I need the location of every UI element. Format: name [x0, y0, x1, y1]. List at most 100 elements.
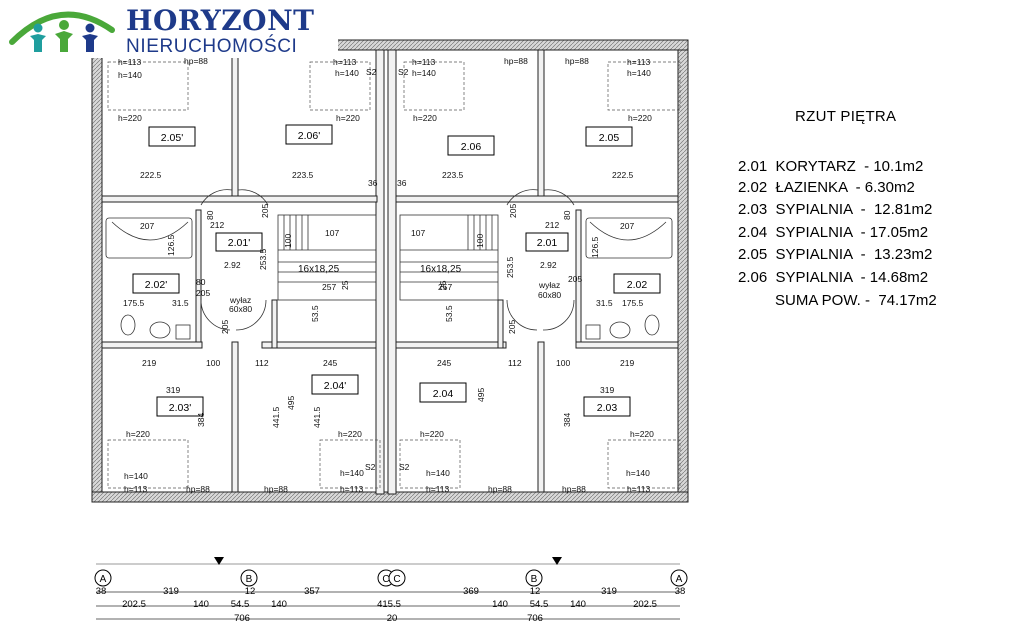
legend-title: RZUT PIĘTRA — [795, 108, 897, 125]
annotation-h220: h=220 — [420, 429, 444, 439]
annotation-h140: h=140 — [340, 468, 364, 478]
dim-53-5-right: 53.5 — [444, 305, 454, 322]
annotation-h220: h=220 — [336, 113, 360, 123]
room-label-203p: 2.03' — [156, 396, 204, 417]
axis-dim-row2-8: 202.5 — [633, 599, 657, 610]
annotation-h140: h=140 — [118, 70, 142, 80]
legend-row-205: 2.05 SYPIALNIA - 13.23m2 — [738, 246, 933, 263]
annotation-h113: h=113 — [124, 484, 148, 494]
dim-257-right: 257 — [438, 282, 452, 292]
dim-441-5-mid: 441.5 — [312, 406, 322, 428]
room-label-206p: 2.06' — [285, 124, 333, 145]
axis-dim-row1-3: 357 — [304, 586, 320, 597]
door-swings — [200, 189, 575, 331]
annotation-h113: h=113 — [627, 57, 651, 67]
dim-223-5-left: 223.5 — [292, 170, 314, 180]
dim-175-5-right: 175.5 — [622, 298, 644, 308]
interior-walls — [101, 49, 679, 495]
dim-219-right: 219 — [620, 358, 634, 368]
dim-80-door-left: 80 — [205, 210, 215, 220]
axis-label-c-right: C — [393, 574, 400, 585]
room-label-206: 2.06 — [447, 135, 495, 156]
dim-100-right: 100 — [556, 358, 570, 368]
dim-36-right: 36 — [397, 178, 407, 188]
annotation-stairs-left: 16x18,25 — [298, 264, 340, 275]
stairs-left — [277, 214, 377, 301]
bathroom-fixtures — [105, 217, 673, 340]
company-logo: HORYZONT NIERUCHOMOŚCI — [8, 2, 338, 58]
annotation-hp88: hp=88 — [184, 56, 208, 66]
dim-107-left: 107 — [325, 228, 339, 238]
axis-label-b-right: B — [531, 574, 538, 585]
dim-253-5-right: 253.5 — [505, 256, 515, 278]
legend-row-201: 2.01 KORYTARZ - 10.1m2 — [738, 158, 924, 175]
annotation-h220: h=220 — [338, 429, 362, 439]
annotation-hp88: hp=88 — [264, 484, 288, 494]
dim-100-stair-left: 100 — [283, 234, 293, 248]
dim-80-left: 80 — [196, 277, 206, 287]
dim-212-left: 212 — [210, 220, 224, 230]
dim-205-lower-right: 205 — [507, 320, 517, 334]
room-label-205p: 2.05' — [148, 126, 196, 147]
dim-25-left: 25 — [340, 280, 350, 290]
dim-222-5-right: 222.5 — [612, 170, 634, 180]
annotation-s2: S2 — [365, 462, 376, 472]
axis-dim-row3-1: 20 — [387, 613, 398, 624]
dim-31-5-right: 31.5 — [596, 298, 613, 308]
annotation-stairs-right: 16x18,25 — [420, 264, 462, 275]
dim-100-stair-right: 100 — [475, 234, 485, 248]
annotation-hp88: hp=88 — [565, 56, 589, 66]
dim-245-left: 245 — [323, 358, 337, 368]
svg-text:2.01: 2.01 — [537, 237, 558, 249]
dim-245-right: 245 — [437, 358, 451, 368]
dim-53-5-left: 53.5 — [310, 305, 320, 322]
legend-row-204: 2.04 SYPIALNIA - 17.05m2 — [738, 224, 929, 241]
dim-223-5-right: 223.5 — [442, 170, 464, 180]
dim-107-right: 107 — [411, 228, 425, 238]
axis-dim-row2-1: 140 — [193, 599, 209, 610]
dim-205-lower-left: 205 — [220, 320, 230, 334]
dim-207-left: 207 — [140, 221, 154, 231]
svg-text:2.05: 2.05 — [599, 132, 620, 144]
axis-dim-row1-6: 319 — [601, 586, 617, 597]
dim-441-5-left: 441.5 — [271, 406, 281, 428]
dim-112-left: 112 — [255, 358, 269, 368]
brand-subtitle: NIERUCHOMOŚCI — [126, 36, 298, 57]
dim-495-left: 495 — [286, 396, 296, 410]
svg-text:2.06': 2.06' — [298, 130, 320, 142]
svg-text:2.03': 2.03' — [169, 402, 191, 414]
legend-row-202: 2.02 ŁAZIENKA - 6.30m2 — [738, 179, 915, 196]
svg-text:2.03: 2.03 — [597, 402, 618, 414]
dim-222-5-left: 222.5 — [140, 170, 162, 180]
dim-219-left: 219 — [142, 358, 156, 368]
svg-text:2.02': 2.02' — [145, 279, 167, 291]
annotation-h140: h=140 — [626, 468, 650, 478]
annotation-h220: h=220 — [118, 113, 142, 123]
axis-dim-row1-4: 369 — [463, 586, 479, 597]
axis-dim-row3-0: 706 — [234, 613, 250, 624]
room-label-203: 2.03 — [583, 396, 631, 417]
axis-label-b-left: B — [246, 574, 253, 585]
axis-dim-row2-4: 415.5 — [377, 599, 401, 610]
annotation-h140: h=140 — [124, 471, 148, 481]
brand-name: HORYZONT — [126, 4, 315, 37]
annotation-s2: S2 — [366, 67, 377, 77]
annotation-h113: h=113 — [118, 57, 142, 67]
dim-126-5-right: 126.5 — [590, 236, 600, 258]
dim-207-right: 207 — [620, 221, 634, 231]
dim-126-5-left: 126.5 — [166, 234, 176, 256]
svg-text:2.04': 2.04' — [324, 380, 346, 392]
dim-36-left: 36 — [368, 178, 378, 188]
annotation-s2: S2 — [399, 462, 410, 472]
axis-label-c-left: C — [382, 574, 389, 585]
axis-label-a-right: A — [676, 574, 683, 585]
axis-dim-row1-0: 38 — [96, 586, 107, 597]
dim-384-right: 384 — [562, 413, 572, 427]
svg-text:2.05': 2.05' — [161, 132, 183, 144]
axis-dim-row2-3: 140 — [271, 599, 287, 610]
annotation-hp88: hp=88 — [488, 484, 512, 494]
room-label-205: 2.05 — [585, 126, 633, 147]
axis-grid: A B C C B A 38 319 12 357 369 12 319 38 … — [94, 557, 688, 624]
axis-dim-row2-2: 54.5 — [231, 599, 250, 610]
